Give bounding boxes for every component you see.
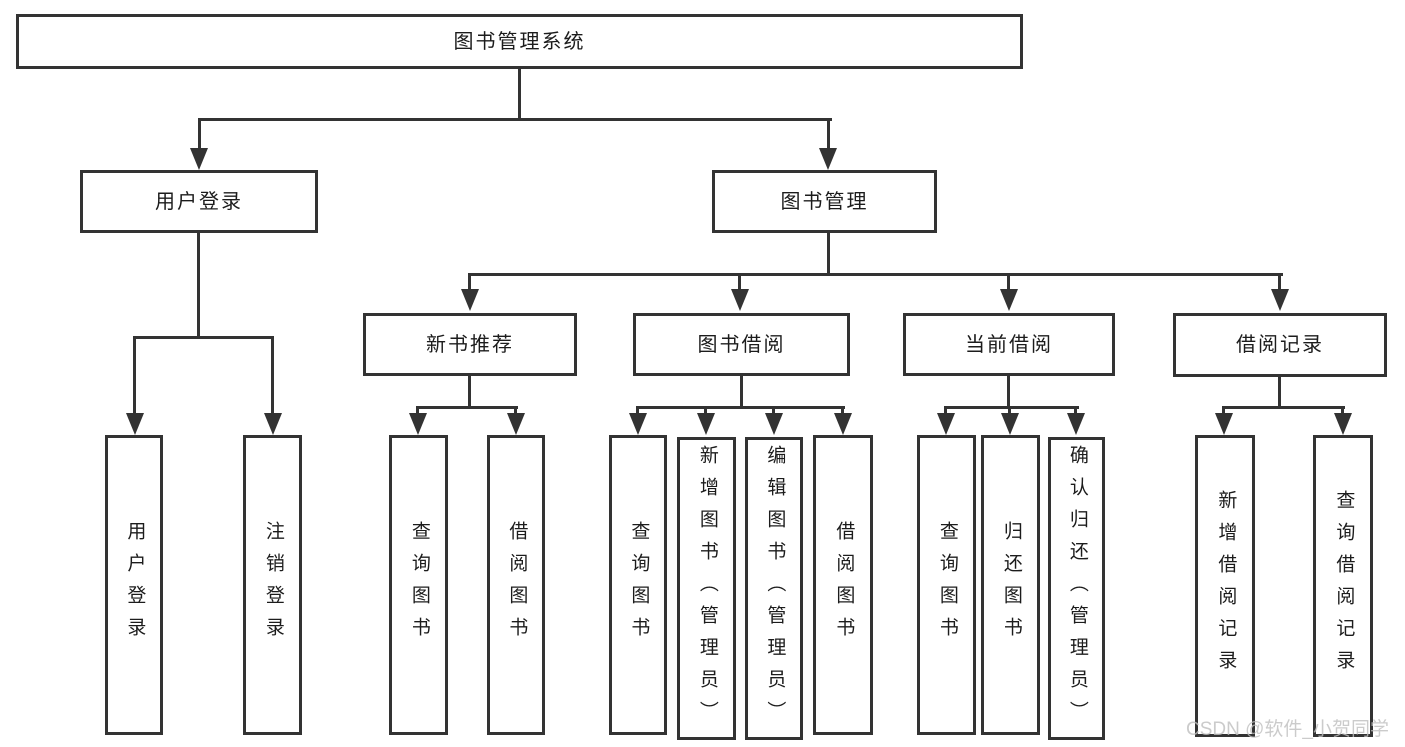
arrow-down-icon [937, 413, 955, 435]
connector-line [133, 336, 274, 339]
leaf-records-query: 查询借阅记录 [1313, 435, 1373, 737]
node-user-login: 用户登录 [80, 170, 318, 233]
arrow-down-icon [834, 413, 852, 435]
arrow-down-icon [765, 413, 783, 435]
arrow-down-icon [731, 289, 749, 311]
node-borrow-records: 借阅记录 [1173, 313, 1387, 377]
connector-line [1278, 377, 1281, 407]
leaf-current-confirm-admin: 确认归还（管理员） [1048, 437, 1105, 740]
connector-line [468, 376, 471, 407]
connector-line [1222, 406, 1225, 415]
connector-line [198, 118, 832, 121]
connector-line [944, 406, 947, 415]
node-current-borrow: 当前借阅 [903, 313, 1115, 376]
arrow-down-icon [190, 148, 208, 170]
node-book-borrow: 图书借阅 [633, 313, 850, 376]
connector-line [1074, 406, 1077, 415]
connector-line [198, 118, 201, 150]
connector-line [133, 336, 136, 415]
csdn-watermark: CSDN @软件_小贺同学 [1186, 719, 1389, 740]
connector-line [1223, 406, 1345, 409]
connector-line [1278, 273, 1281, 292]
node-book-management: 图书管理 [712, 170, 937, 233]
connector-line [1007, 273, 1010, 292]
arrow-down-icon [409, 413, 427, 435]
connector-line [1008, 406, 1011, 415]
arrow-down-icon [126, 413, 144, 435]
node-library-system: 图书管理系统 [16, 14, 1023, 69]
connector-line [1007, 376, 1010, 407]
arrow-down-icon [1215, 413, 1233, 435]
arrow-down-icon [819, 148, 837, 170]
arrow-down-icon [1067, 413, 1085, 435]
connector-line [827, 118, 830, 150]
connector-line [636, 406, 639, 415]
arrow-down-icon [1000, 289, 1018, 311]
connector-line [704, 406, 707, 415]
leaf-records-add: 新增借阅记录 [1195, 435, 1255, 737]
connector-line [841, 406, 844, 415]
connector-line [772, 406, 775, 415]
connector-line [271, 336, 274, 415]
leaf-newbook-query: 查询图书 [389, 435, 448, 735]
leaf-logout: 注销登录 [243, 435, 302, 735]
connector-line [197, 233, 200, 339]
arrow-down-icon [264, 413, 282, 435]
connector-line [637, 406, 845, 409]
arrow-down-icon [1001, 413, 1019, 435]
arrow-down-icon [697, 413, 715, 435]
leaf-current-return: 归还图书 [981, 435, 1040, 735]
connector-line [468, 273, 471, 292]
connector-line [416, 406, 419, 415]
node-new-book-recommend: 新书推荐 [363, 313, 577, 376]
connector-line [738, 273, 741, 292]
leaf-borrow-add-admin: 新增图书（管理员） [677, 437, 736, 740]
leaf-user-login: 用户登录 [105, 435, 163, 735]
arrow-down-icon [461, 289, 479, 311]
connector-line [1341, 406, 1344, 415]
connector-line [468, 273, 1283, 276]
leaf-current-query: 查询图书 [917, 435, 976, 735]
leaf-newbook-borrow: 借阅图书 [487, 435, 545, 735]
arrow-down-icon [1271, 289, 1289, 311]
leaf-borrow-query: 查询图书 [609, 435, 667, 735]
connector-line [518, 68, 521, 118]
connector-line [827, 233, 830, 276]
connector-line [417, 406, 518, 409]
connector-line [514, 406, 517, 415]
arrow-down-icon [629, 413, 647, 435]
connector-line [740, 376, 743, 407]
leaf-borrow-edit-admin: 编辑图书（管理员） [745, 437, 803, 740]
arrow-down-icon [507, 413, 525, 435]
connector-line [945, 406, 1079, 409]
leaf-borrow-borrow: 借阅图书 [813, 435, 873, 735]
arrow-down-icon [1334, 413, 1352, 435]
